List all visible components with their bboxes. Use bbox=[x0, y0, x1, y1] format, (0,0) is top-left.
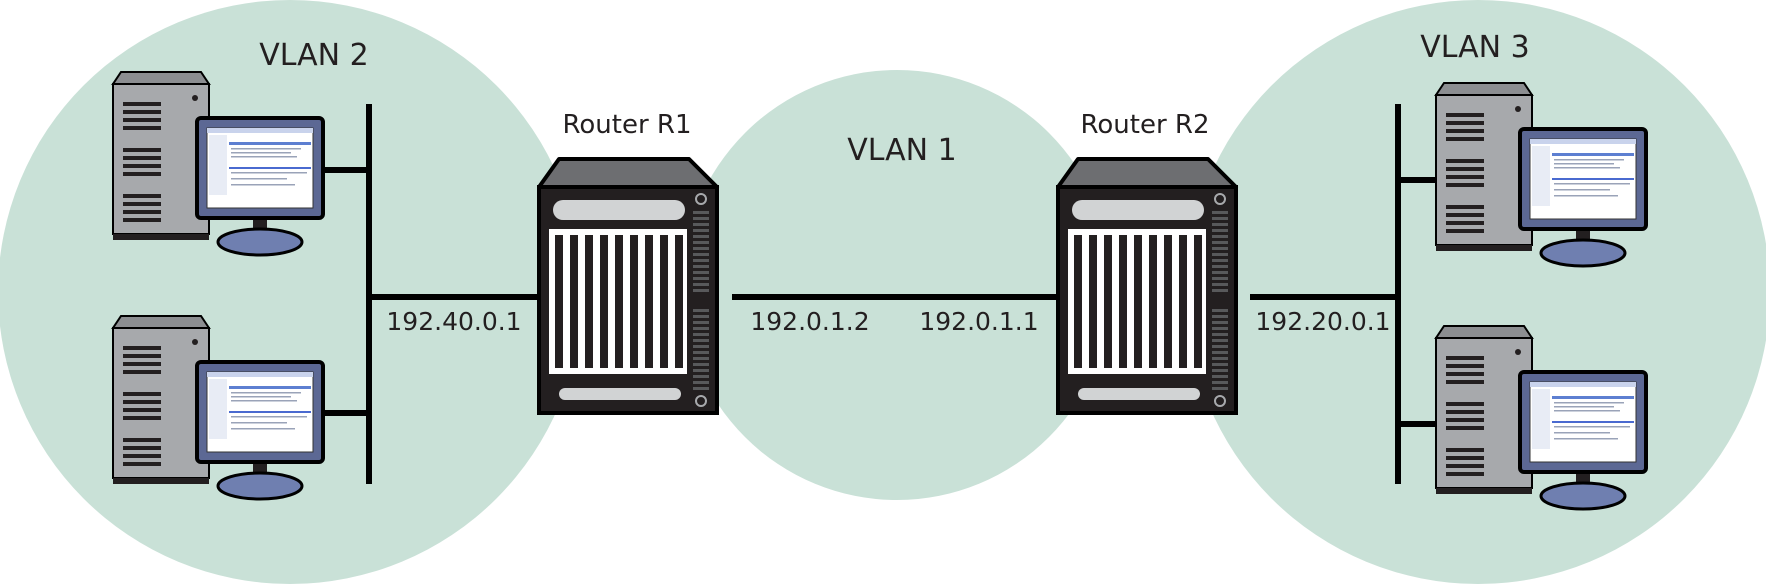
vlan2-zone bbox=[0, 0, 582, 584]
vlan3-label: VLAN 3 bbox=[1420, 30, 1530, 65]
vlan1-label: VLAN 1 bbox=[847, 133, 957, 168]
ip-label-r2-vlan1: 192.0.1.1 bbox=[919, 307, 1038, 336]
ip-label-vlan2: 192.40.0.1 bbox=[386, 307, 521, 336]
ip-label-r1-vlan1: 192.0.1.2 bbox=[750, 307, 869, 336]
network-links bbox=[320, 104, 1440, 484]
router-r1-label: Router R1 bbox=[562, 110, 691, 140]
vlan2-label: VLAN 2 bbox=[259, 38, 369, 73]
router-r1-icon bbox=[537, 157, 719, 415]
router-r2-label: Router R2 bbox=[1080, 110, 1209, 140]
ip-label-vlan3: 192.20.0.1 bbox=[1255, 307, 1390, 336]
router-r2-icon bbox=[1056, 157, 1238, 415]
vlan1-zone bbox=[682, 70, 1112, 500]
